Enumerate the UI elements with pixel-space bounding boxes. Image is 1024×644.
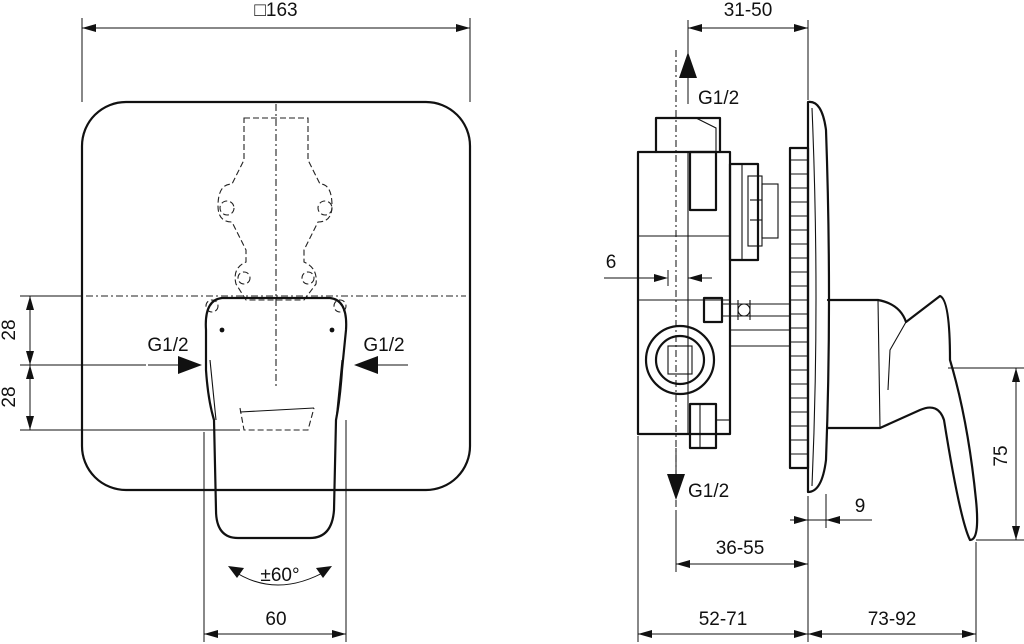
lever-inner-edge-left	[209, 359, 217, 421]
label-36-55: 36-55	[716, 538, 765, 559]
handle-profile	[826, 294, 979, 542]
inlet-arrow-left	[178, 356, 202, 374]
label-73-92: 73-92	[868, 609, 917, 630]
hidden-hole-3	[237, 271, 251, 285]
label-g-bottom: G1/2	[688, 481, 729, 502]
inlet-hole-outer	[644, 324, 716, 396]
label-75: 75	[991, 445, 1012, 466]
label-28-upper: 28	[0, 319, 20, 340]
lever-inner-edge-right	[335, 359, 343, 421]
label-6: 6	[606, 252, 617, 273]
label-60: 60	[265, 609, 286, 630]
inlet-hole-inner	[654, 334, 706, 386]
hidden-hole-2	[317, 200, 333, 216]
side-view	[604, 20, 1024, 642]
label-g-left: G1/2	[147, 335, 188, 356]
label-31-50: 31-50	[724, 0, 773, 21]
top-connector	[654, 116, 722, 154]
top-nut	[688, 150, 718, 212]
hidden-hole-1	[219, 200, 235, 216]
hidden-hole-6	[333, 299, 347, 313]
lever-handle	[204, 296, 348, 540]
lever-dot-left	[219, 327, 225, 333]
outlet-arrow-bottom	[667, 474, 685, 500]
label-9: 9	[855, 496, 866, 517]
valve-box	[636, 150, 732, 436]
label-52-71: 52-71	[699, 609, 748, 630]
dimension-labels: □163 G1/2 G1/2 28 28 ±60° 60 31-50 G1/2 …	[0, 0, 1012, 630]
bottom-connector	[688, 402, 718, 450]
label-28-lower: 28	[0, 386, 20, 407]
label-g-top: G1/2	[698, 88, 739, 109]
inlet-arrow-right	[354, 356, 378, 374]
lever-grip-line	[239, 407, 315, 413]
label-angle: ±60°	[260, 565, 299, 586]
hidden-valve-body	[217, 117, 333, 301]
cover-plate-profile	[806, 100, 831, 494]
inlet-hole-core	[667, 345, 693, 375]
label-width-163: □163	[254, 0, 297, 21]
label-g-right: G1/2	[363, 335, 404, 356]
hidden-hole-4	[301, 271, 315, 285]
threaded-sleeve	[788, 146, 810, 470]
rotation-arc	[231, 569, 329, 586]
hidden-lower-profile	[239, 407, 315, 431]
front-view	[20, 18, 472, 642]
hidden-hole-5	[205, 299, 219, 313]
cartridge	[728, 162, 760, 262]
lever-dot-right	[329, 327, 335, 333]
